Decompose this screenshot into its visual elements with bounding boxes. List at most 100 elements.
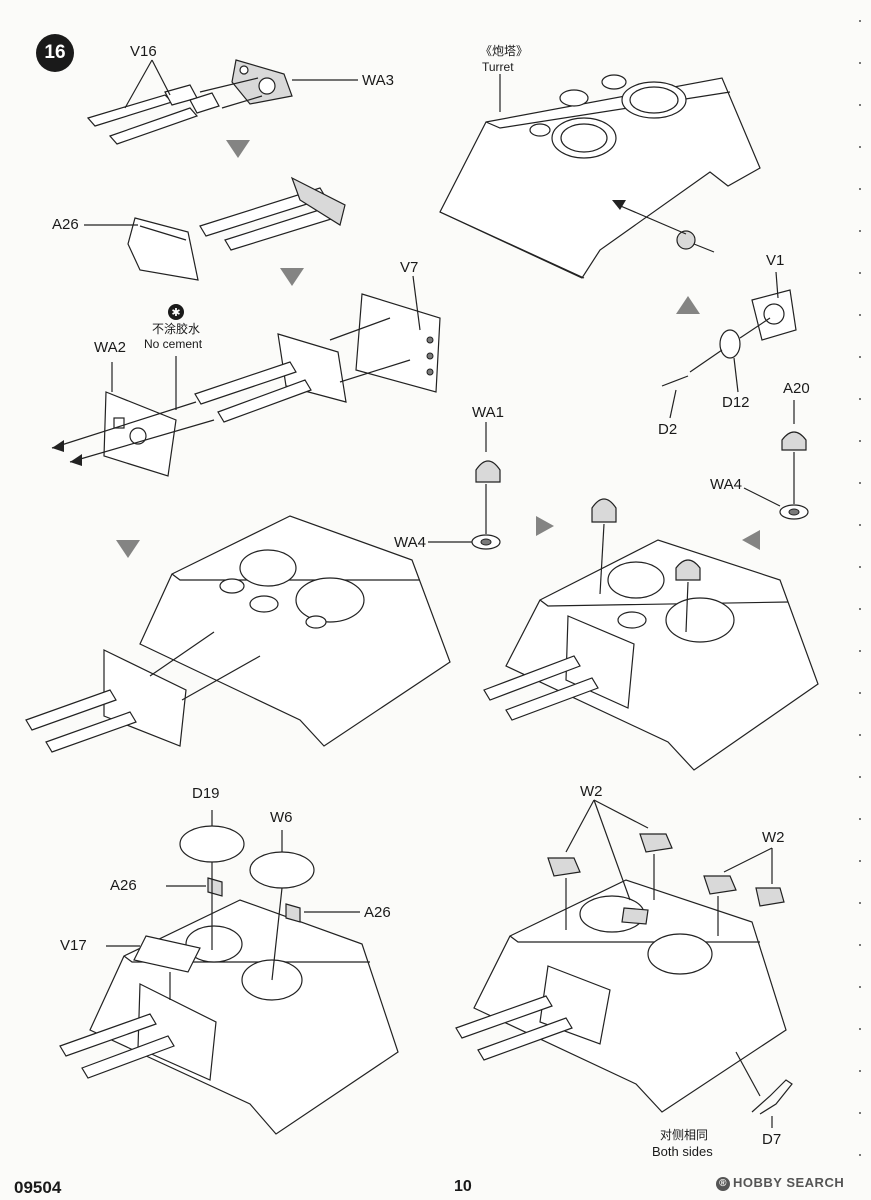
label-wa4-right: WA4 (710, 476, 742, 493)
wa3-part-illustration (231, 59, 293, 105)
guide-line (271, 887, 283, 981)
turret-illustration (439, 74, 761, 279)
leader-line (733, 357, 739, 393)
w2-grab-handles-illustration (547, 833, 785, 925)
label-no-cement-cn: 不涂胶水 (152, 322, 201, 336)
leader-line (151, 59, 171, 96)
label-turret-cn: 《炮塔》 (480, 44, 529, 58)
label-a26-left: A26 (110, 877, 137, 894)
label-d19: D19 (192, 785, 220, 802)
guide-line (221, 95, 263, 109)
d12-part-illustration (719, 329, 741, 359)
label-d12: D12 (722, 394, 750, 411)
leader-line (565, 799, 595, 853)
arrow-head (612, 200, 626, 210)
guide-line (69, 419, 215, 463)
label-both-sides-en: Both sides (652, 1144, 713, 1159)
label-v17: V17 (60, 937, 87, 954)
a26-clip-right-illustration (285, 903, 301, 923)
label-wa4-left: WA4 (394, 534, 426, 551)
leader-line (723, 847, 773, 873)
wa4-left-part-illustration (471, 534, 501, 550)
guide-line (329, 317, 391, 341)
leader-line (669, 389, 677, 419)
step-arrow-up (676, 296, 700, 314)
turret-mid-left-illustration (139, 515, 451, 747)
svg-text:✱: ✱ (171, 306, 180, 319)
turret-bottom-left-illustration (89, 899, 399, 1135)
label-wa2: WA2 (94, 339, 126, 356)
step-arrow-left (742, 530, 760, 550)
guide-line (149, 631, 215, 677)
watermark-text: HOBBY SEARCH (733, 1175, 845, 1190)
step-arrow-down (226, 140, 250, 158)
step-arrow-down (280, 268, 304, 286)
guide-line (199, 77, 259, 93)
periscope-part-illustration (676, 230, 715, 253)
a26-clip-left-illustration (207, 877, 223, 897)
leader-line (412, 275, 421, 331)
guide-line (739, 317, 771, 339)
wa1-part-illustration (475, 460, 501, 483)
wa2-part-illustration (103, 391, 177, 477)
d2-part-illustration (661, 375, 689, 387)
hobby-search-logo-icon: ® (716, 1176, 730, 1191)
gun-bottom-left-illustration (59, 983, 217, 1081)
guide-line (51, 401, 197, 449)
leader-line (593, 799, 631, 901)
label-v7: V7 (400, 259, 419, 276)
d19-part-illustration (179, 825, 245, 863)
step-number-badge: 16 (36, 34, 74, 72)
guide-line (689, 349, 723, 373)
turret-mid-right-fittings (483, 498, 701, 721)
w6-part-illustration (249, 851, 315, 889)
label-d7: D7 (762, 1131, 782, 1148)
label-d2: D2 (658, 421, 678, 438)
label-w2-right: W2 (762, 829, 785, 846)
turret-mid-right-illustration (505, 539, 819, 771)
v7-plate-illustration (355, 293, 441, 393)
gun-mantlet-mid-left-illustration (25, 649, 187, 753)
guide-line (599, 523, 605, 595)
wa4-right-part-illustration (779, 504, 809, 520)
step-arrow-right (536, 516, 554, 536)
a20-part-illustration (781, 431, 807, 451)
page-number: 10 (454, 1178, 472, 1195)
step-arrow-down (116, 540, 140, 558)
label-w6: W6 (270, 809, 293, 826)
v17-plate-illustration (133, 935, 201, 973)
watermark: ®HOBBY SEARCH (716, 1175, 844, 1191)
guide-line (735, 1051, 761, 1097)
label-a20: A20 (783, 380, 810, 397)
leader-line (743, 487, 781, 507)
label-both-sides-cn: 对侧相同 (660, 1128, 709, 1142)
no-cement-icon: ✱ (168, 304, 184, 320)
label-a26-right: A26 (364, 904, 391, 921)
gun-assembly-illustration (194, 333, 347, 423)
guide-line (339, 359, 411, 383)
label-wa1: WA1 (472, 404, 504, 421)
v1-part-illustration (751, 289, 797, 341)
a26-mantlet-illustration (127, 176, 346, 281)
leader-line (775, 271, 779, 299)
v16-barrels-illustration (86, 84, 220, 145)
label-wa3: WA3 (362, 72, 394, 89)
label-no-cement-en: No cement (144, 337, 203, 351)
label-turret-en: Turret (482, 60, 514, 74)
label-v1: V1 (766, 252, 785, 269)
arrow-head (70, 454, 82, 466)
guide-line (181, 655, 261, 701)
label-w2-top: W2 (580, 783, 603, 800)
guide-line (615, 203, 687, 235)
leader-line (124, 59, 153, 109)
label-v16: V16 (130, 43, 157, 60)
label-a26-top: A26 (52, 216, 79, 233)
d7-part-illustration (751, 1079, 793, 1115)
leader-line (593, 799, 649, 829)
guide-line (685, 581, 689, 633)
turret-bottom-right-illustration (455, 879, 787, 1113)
arrow-head (52, 440, 64, 452)
kit-number: 09504 (14, 1178, 62, 1197)
